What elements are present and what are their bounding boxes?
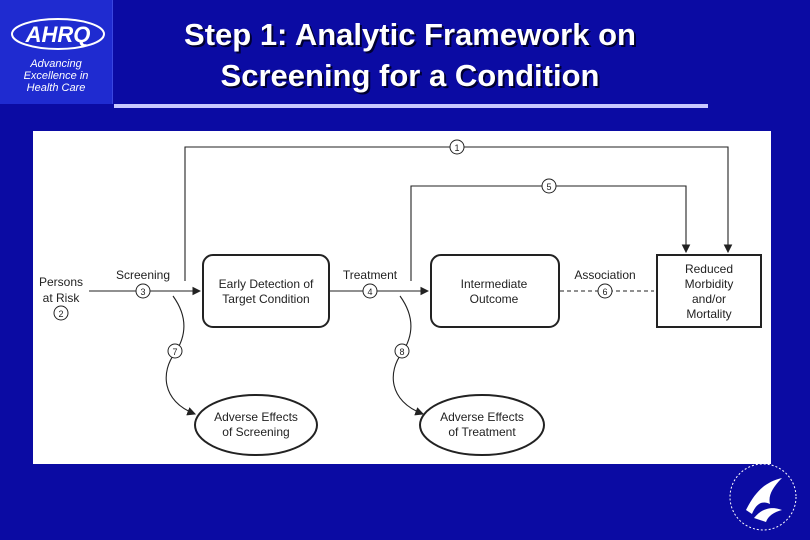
node-adverse-treatment-ellipse — [419, 394, 545, 456]
marker-4: 4 — [362, 283, 378, 299]
edge-label-treatment: Treatment — [343, 268, 398, 282]
marker-7: 7 — [167, 343, 183, 359]
marker-5: 5 — [541, 178, 557, 194]
ahrq-logo-mark: AHRQ — [11, 18, 105, 50]
logo-tagline-line: Advancing — [30, 58, 82, 70]
node-early-detection-box — [202, 254, 330, 328]
slide-title-line: Step 1: Analytic Framework on — [184, 17, 636, 52]
logo-tagline-line: Health Care — [26, 82, 86, 94]
hhs-seal-icon — [729, 463, 797, 531]
edge-label-association: Association — [574, 268, 635, 282]
logo-text: AHRQ — [25, 22, 91, 47]
logo-tagline: Advancing Excellence in Health Care — [6, 58, 106, 94]
slide-title: Step 1: Analytic Framework on Screening … — [100, 14, 720, 96]
marker-6: 6 — [597, 283, 613, 299]
svg-text:3: 3 — [140, 287, 145, 297]
svg-text:2: 2 — [58, 309, 63, 319]
svg-text:5: 5 — [546, 182, 551, 192]
svg-text:8: 8 — [399, 347, 404, 357]
slide-title-line: Screening for a Condition — [220, 58, 600, 93]
node-adverse-screening-ellipse — [194, 394, 318, 456]
logo-tagline-line: Excellence in — [23, 70, 89, 82]
marker-3: 3 — [135, 283, 151, 299]
marker-8: 8 — [394, 343, 410, 359]
marker-1: 1 — [449, 139, 465, 155]
node-intermediate-box — [430, 254, 560, 328]
svg-text:7: 7 — [172, 347, 177, 357]
title-divider — [114, 104, 708, 108]
svg-text:1: 1 — [454, 143, 459, 153]
ahrq-logo: AHRQ Advancing Excellence in Health Care — [0, 0, 113, 104]
node-reduced-box — [656, 254, 762, 328]
svg-text:4: 4 — [367, 287, 372, 297]
marker-2: 2 — [53, 305, 69, 321]
svg-text:6: 6 — [602, 287, 607, 297]
edge-label-screening: Screening — [116, 268, 170, 282]
